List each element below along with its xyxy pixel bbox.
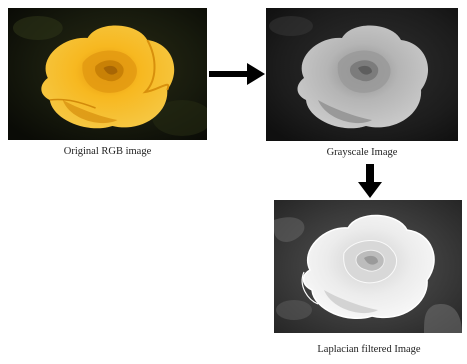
arrow-right-icon — [207, 60, 267, 88]
arrow-down-icon — [356, 162, 384, 200]
original-rgb-image — [8, 8, 207, 140]
original-image-caption: Original RGB image — [8, 146, 207, 157]
laplacian-filtered-image — [274, 200, 462, 333]
grayscale-image — [266, 8, 458, 141]
laplacian-image-caption: Laplacian filtered Image — [274, 344, 464, 355]
grayscale-image-caption: Grayscale Image — [266, 147, 458, 158]
